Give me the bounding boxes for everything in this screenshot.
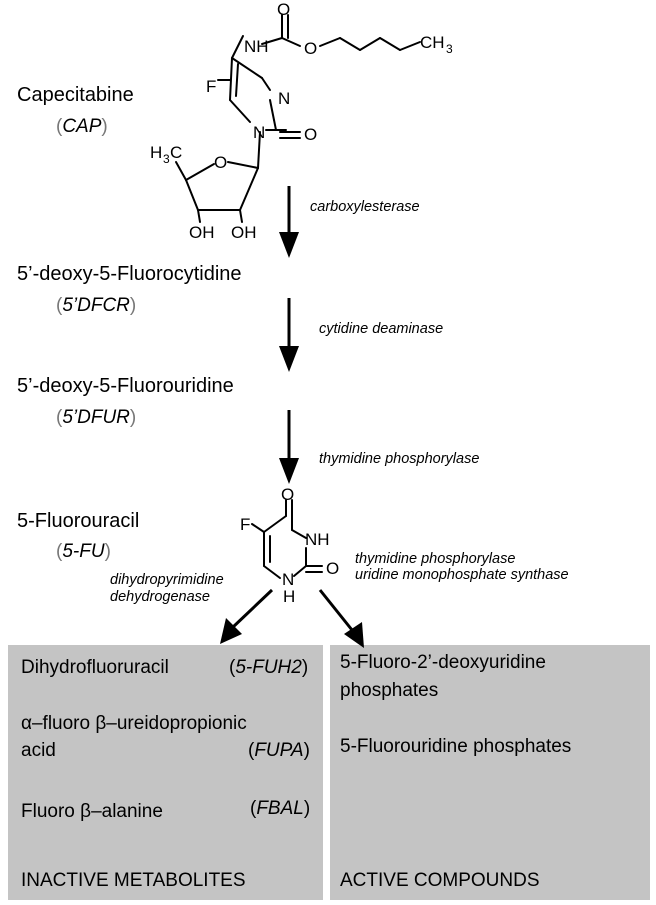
arrowhead-2 [279, 346, 299, 372]
inactive-metabolites-box [8, 645, 323, 900]
capecitabine-atom-labels: NH O O CH 3 F N O N O H 3 C OH OH [150, 0, 453, 242]
inactive-box-heading: INACTIVE METABOLITES [21, 870, 246, 891]
atom-o-ester: O [304, 39, 317, 58]
arrowhead-3 [279, 458, 299, 484]
enzyme-inactive-route-1: dihydropyrimidine [110, 572, 224, 588]
reaction-arrows [230, 186, 354, 631]
dfcr-abbr: (5’DFCR) [56, 295, 137, 316]
chain-bond [231, 35, 244, 59]
inactive-item-name: α–fluoro β–ureidopropionic [21, 713, 247, 734]
capecitabine-structure [175, 14, 421, 223]
atom-o2: O [304, 125, 317, 144]
atom-n3: N [278, 89, 290, 108]
atom-o-carbonyl: O [277, 0, 290, 19]
fluorouracil-structure [251, 499, 323, 579]
active-item-name: 5-Fluorouridine phosphates [340, 736, 572, 757]
arrow-heads [220, 232, 364, 648]
inactive-item-name: Dihydrofluoruracil [21, 657, 169, 678]
capecitabine-name: Capecitabine [17, 84, 134, 106]
arrowhead-5 [344, 622, 364, 648]
atom-o-ring: O [214, 153, 227, 172]
fu-abbr: (5-FU) [56, 541, 111, 562]
arrow-fu-to-active [318, 589, 354, 631]
atom-nh: NH [244, 37, 269, 56]
atom-ch3: CH [420, 33, 445, 52]
atom-h3: H [150, 143, 162, 162]
inactive-item-abbr: (5-FUH2) [229, 657, 309, 678]
inactive-item-name: Fluoro β–alanine [21, 801, 163, 822]
atom-nh-3: NH [305, 530, 330, 549]
fluorouracil-atom-labels: O F NH O N H [240, 485, 339, 606]
atom-oh-1: OH [189, 223, 215, 242]
active-compounds-box [330, 645, 650, 900]
enzyme-cytidine-deaminase: cytidine deaminase [319, 321, 444, 337]
atom-o2-fu: O [326, 559, 339, 578]
active-item-name-cont: phosphates [340, 680, 439, 701]
atom-h3-sub: 3 [163, 152, 170, 166]
atom-c: C [170, 143, 182, 162]
atom-h1-fu: H [283, 587, 295, 606]
dfur-abbr: (5’DFUR) [56, 407, 137, 428]
arrow-fu-to-inactive [230, 588, 274, 630]
fu-name: 5-Fluorouracil [17, 510, 140, 532]
arrowhead-1 [279, 232, 299, 258]
capecitabine-abbr: (CAP) [56, 116, 108, 137]
active-item-name: 5-Fluoro-2’-deoxyuridine [340, 652, 546, 673]
active-box-heading: ACTIVE COMPOUNDS [340, 870, 540, 891]
enzyme-thymidine-phosphorylase: thymidine phosphorylase [319, 451, 480, 467]
dfur-name: 5’-deoxy-5-Fluorouridine [17, 375, 234, 397]
inactive-item-abbr: (FBAL) [250, 798, 311, 819]
enzyme-inactive-route-2: dehydrogenase [110, 589, 210, 605]
atom-ch3-sub: 3 [446, 42, 453, 56]
inactive-item-abbr: (FUPA) [248, 740, 310, 761]
atom-n1: N [253, 123, 265, 142]
atom-oh-2: OH [231, 223, 257, 242]
inactive-item-name-cont: acid [21, 740, 56, 761]
arrowhead-4 [220, 618, 242, 644]
atom-n1-fu: N [282, 570, 294, 589]
enzyme-active-route-1: thymidine phosphorylase [355, 551, 516, 567]
dfcr-name: 5’-deoxy-5-Fluorocytidine [17, 263, 242, 285]
atom-f-fu: F [240, 515, 250, 534]
enzyme-active-route-2: uridine monophosphate synthase [355, 567, 569, 583]
enzyme-carboxylesterase: carboxylesterase [310, 199, 420, 215]
atom-f: F [206, 77, 216, 96]
atom-o4: O [281, 485, 294, 504]
